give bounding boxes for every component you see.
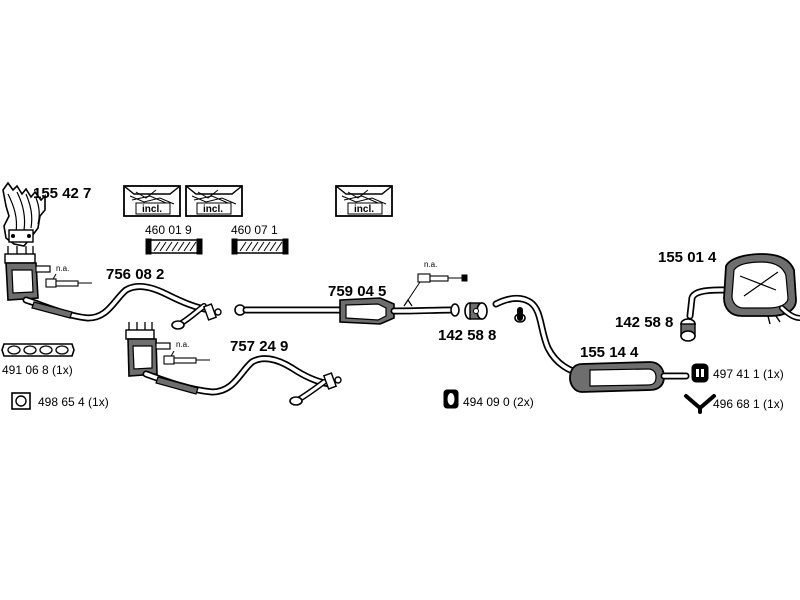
sensor-lower-na-label: n.a. bbox=[176, 340, 189, 349]
box-incl-label-3: incl. bbox=[354, 204, 374, 215]
front-pipe-lower[interactable] bbox=[125, 322, 342, 406]
accessory-rubber-ring: 494 09 0 (2x) bbox=[463, 395, 534, 409]
gasket-icon[interactable] bbox=[1, 343, 75, 357]
part-number-clamp-rear: 142 58 8 bbox=[615, 314, 673, 331]
clamp-middle[interactable] bbox=[464, 302, 488, 320]
catalytic-converter[interactable] bbox=[234, 297, 460, 325]
oxygen-sensor-icon[interactable] bbox=[163, 350, 210, 365]
sensor-upper-na-label: n.a. bbox=[56, 264, 69, 273]
rear-silencer[interactable] bbox=[686, 253, 800, 325]
box-incl-1[interactable] bbox=[123, 185, 181, 217]
box-incl-3[interactable] bbox=[335, 185, 393, 217]
part-number-manifold: 155 42 7 bbox=[33, 185, 91, 202]
flex-pipe-1[interactable] bbox=[145, 238, 203, 255]
accessory-gasket-manifold: 491 06 8 (1x) bbox=[2, 363, 73, 377]
part-number-flex-pipe-2: 460 07 1 bbox=[231, 223, 278, 237]
box-incl-2[interactable] bbox=[185, 185, 243, 217]
box-incl-label-2: incl. bbox=[203, 204, 223, 215]
middle-silencer[interactable] bbox=[492, 294, 690, 393]
part-number-middle-silencer: 155 14 4 bbox=[580, 344, 639, 361]
part-number-catalyst: 759 04 5 bbox=[328, 283, 386, 300]
rubber-ring-icon[interactable] bbox=[443, 389, 459, 409]
oxygen-sensor-icon[interactable] bbox=[407, 273, 468, 301]
exhaust-manifold[interactable] bbox=[2, 181, 46, 247]
sensor-catalyst-na-label: n.a. bbox=[424, 260, 437, 269]
oxygen-sensor-icon[interactable] bbox=[45, 273, 92, 288]
clamp-rear[interactable] bbox=[680, 318, 696, 342]
part-number-clamp-middle: 142 58 8 bbox=[438, 327, 496, 344]
gasket-icon[interactable] bbox=[11, 392, 31, 410]
part-number-front-pipe-upper: 756 08 2 bbox=[106, 266, 164, 283]
hanger-icon[interactable] bbox=[691, 363, 709, 383]
hanger-icon[interactable] bbox=[684, 394, 716, 414]
accessory-gasket-square: 498 65 4 (1x) bbox=[38, 395, 109, 409]
box-incl-label-1: incl. bbox=[142, 204, 162, 215]
flex-pipe-2[interactable] bbox=[231, 238, 289, 255]
front-pipe-upper[interactable] bbox=[4, 246, 222, 330]
part-number-front-pipe-lower: 757 24 9 bbox=[230, 338, 288, 355]
part-number-rear-silencer: 155 01 4 bbox=[658, 249, 717, 266]
part-number-flex-pipe-1: 460 01 9 bbox=[145, 223, 192, 237]
accessory-rubber-mount-h: 497 41 1 (1x) bbox=[713, 367, 784, 381]
accessory-rubber-mount-v: 496 68 1 (1x) bbox=[713, 397, 784, 411]
